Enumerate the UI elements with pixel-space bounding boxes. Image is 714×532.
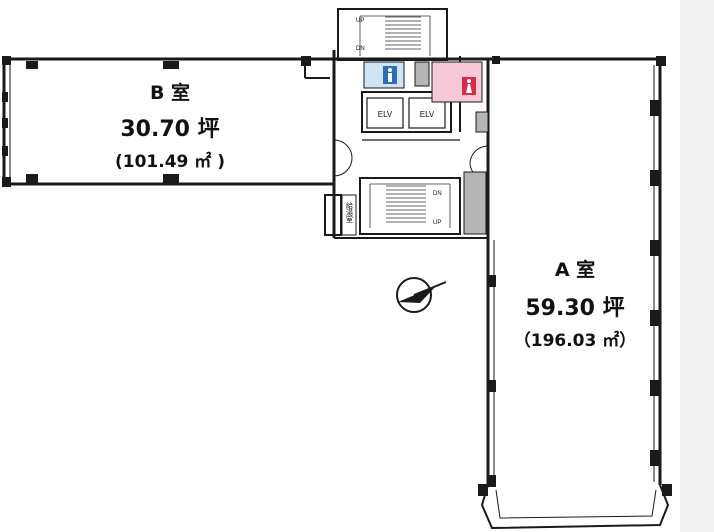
room-a-area-sqm: （196.03 ㎡） xyxy=(513,331,637,351)
room-b-area-tsubo: 30.70 坪 xyxy=(120,117,220,142)
top-stair-treads xyxy=(359,15,431,56)
stair-top-dn-label: DN xyxy=(356,46,365,52)
stair-bottom-up-label: UP xyxy=(433,220,441,226)
female-figure-icon xyxy=(467,79,471,83)
stair-top-up-label: UP xyxy=(356,18,364,24)
room-b-name: B 室 xyxy=(149,82,191,104)
north-compass-icon xyxy=(396,277,447,313)
room-b-area-sqm: (101.49 ㎡ ) xyxy=(115,152,225,172)
male-figure-icon xyxy=(388,68,392,72)
side-panel xyxy=(680,0,714,532)
shaft-2 xyxy=(463,171,487,235)
room-b-label: B 室 30.70 坪 (101.49 ㎡ ) xyxy=(90,78,250,172)
room-a-area-tsubo: 59.30 坪 xyxy=(525,296,625,321)
core-area xyxy=(324,8,660,239)
closet-label: 給湯室 xyxy=(346,201,354,223)
room-a-label: A 室 59.30 坪 （196.03 ㎡） xyxy=(495,255,655,351)
room-a-name: A 室 xyxy=(554,259,596,281)
elevator-1-label: ELV xyxy=(378,110,393,119)
bottom-stair-treads xyxy=(369,183,451,228)
shaft-1 xyxy=(414,61,430,87)
room-b-columns xyxy=(2,56,311,187)
shaft-3 xyxy=(475,111,489,133)
elevator-2-label: ELV xyxy=(420,110,435,119)
room-a-columns xyxy=(478,56,672,496)
stair-bottom-dn-label: DN xyxy=(433,191,442,197)
